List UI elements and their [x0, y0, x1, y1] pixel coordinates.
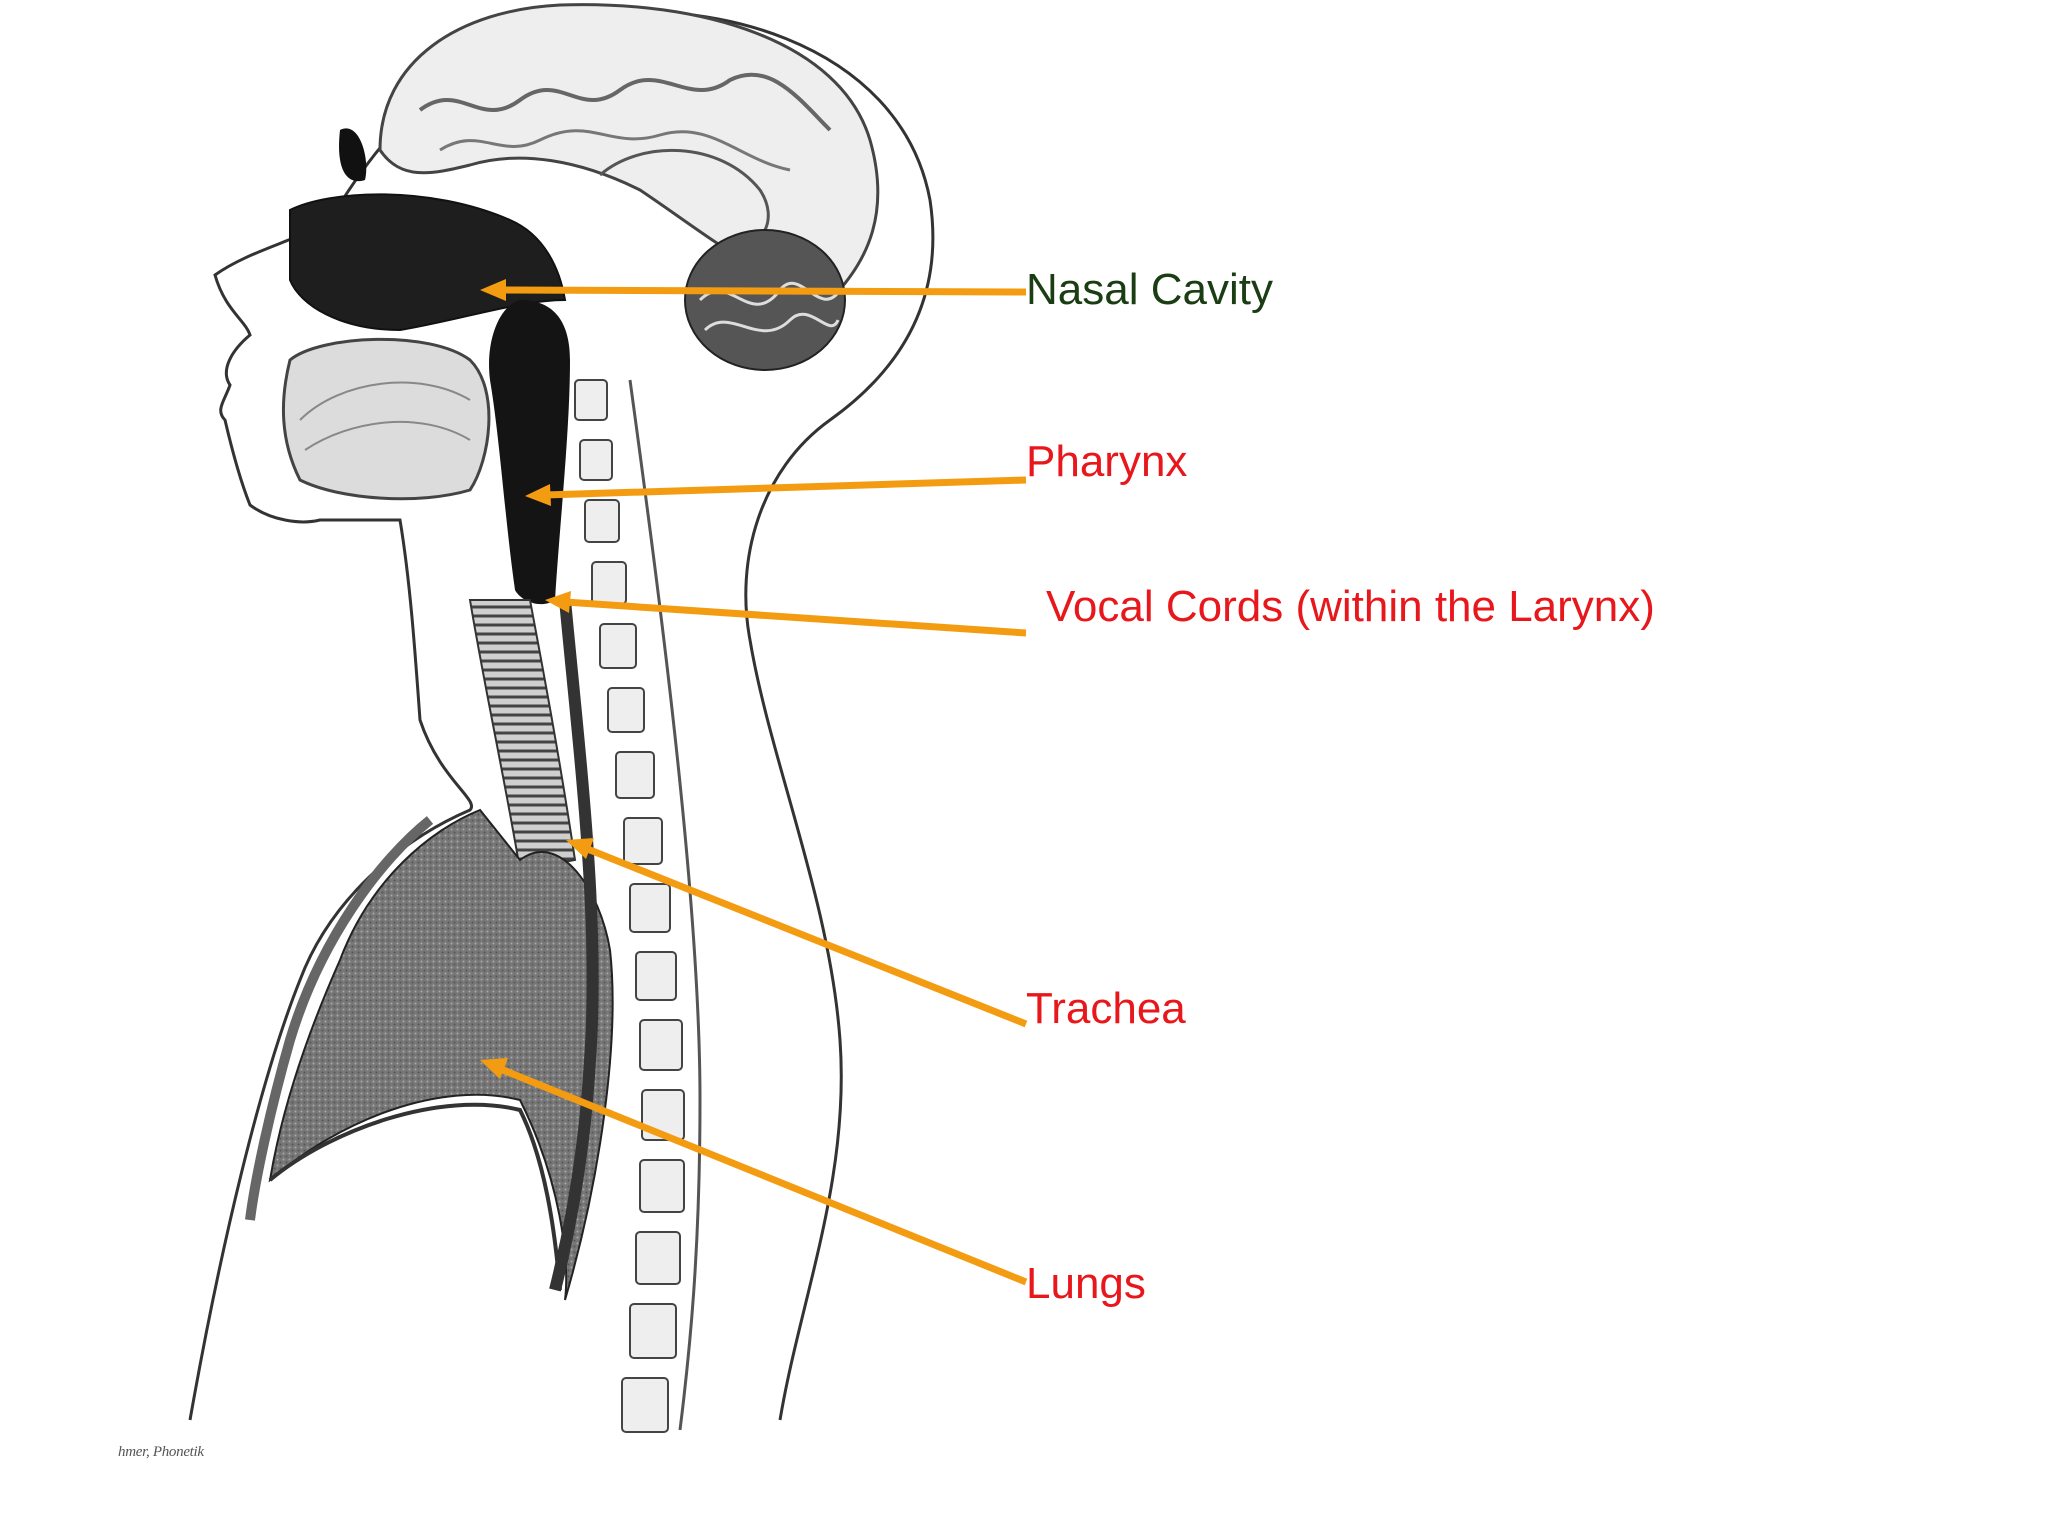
label-pharynx: Pharynx: [1026, 437, 1188, 486]
cerebellum: [684, 229, 846, 371]
label-vocal-cords: Vocal Cords (within the Larynx): [1046, 582, 1655, 631]
brain: [378, 3, 880, 302]
label-nasal-cavity: Nasal Cavity: [1026, 265, 1273, 314]
arrow-lungs: [496, 1064, 1028, 1286]
arrow-trachea: [583, 844, 1028, 1028]
body-silhouette: [188, 10, 935, 1421]
trachea-shape: [468, 599, 577, 872]
label-lungs: Lungs: [1026, 1259, 1146, 1308]
diaphragm: [268, 1102, 562, 1291]
esophagus: [549, 599, 599, 1292]
arrow-nasal-cavity: [499, 286, 1027, 296]
label-trachea: Trachea: [1026, 984, 1186, 1033]
frontal-sinus: [339, 128, 367, 182]
spine: [574, 379, 685, 1433]
image-credit: hmer, Phonetik: [118, 1444, 204, 1460]
arrow-pharynx: [544, 476, 1027, 499]
lungs-shape: [268, 808, 614, 1301]
arrows: [480, 279, 1028, 1286]
arrow-vocal-cords: [564, 598, 1027, 637]
tongue: [281, 337, 491, 501]
pharynx-shape: [489, 300, 570, 605]
sternum: [245, 816, 434, 1221]
